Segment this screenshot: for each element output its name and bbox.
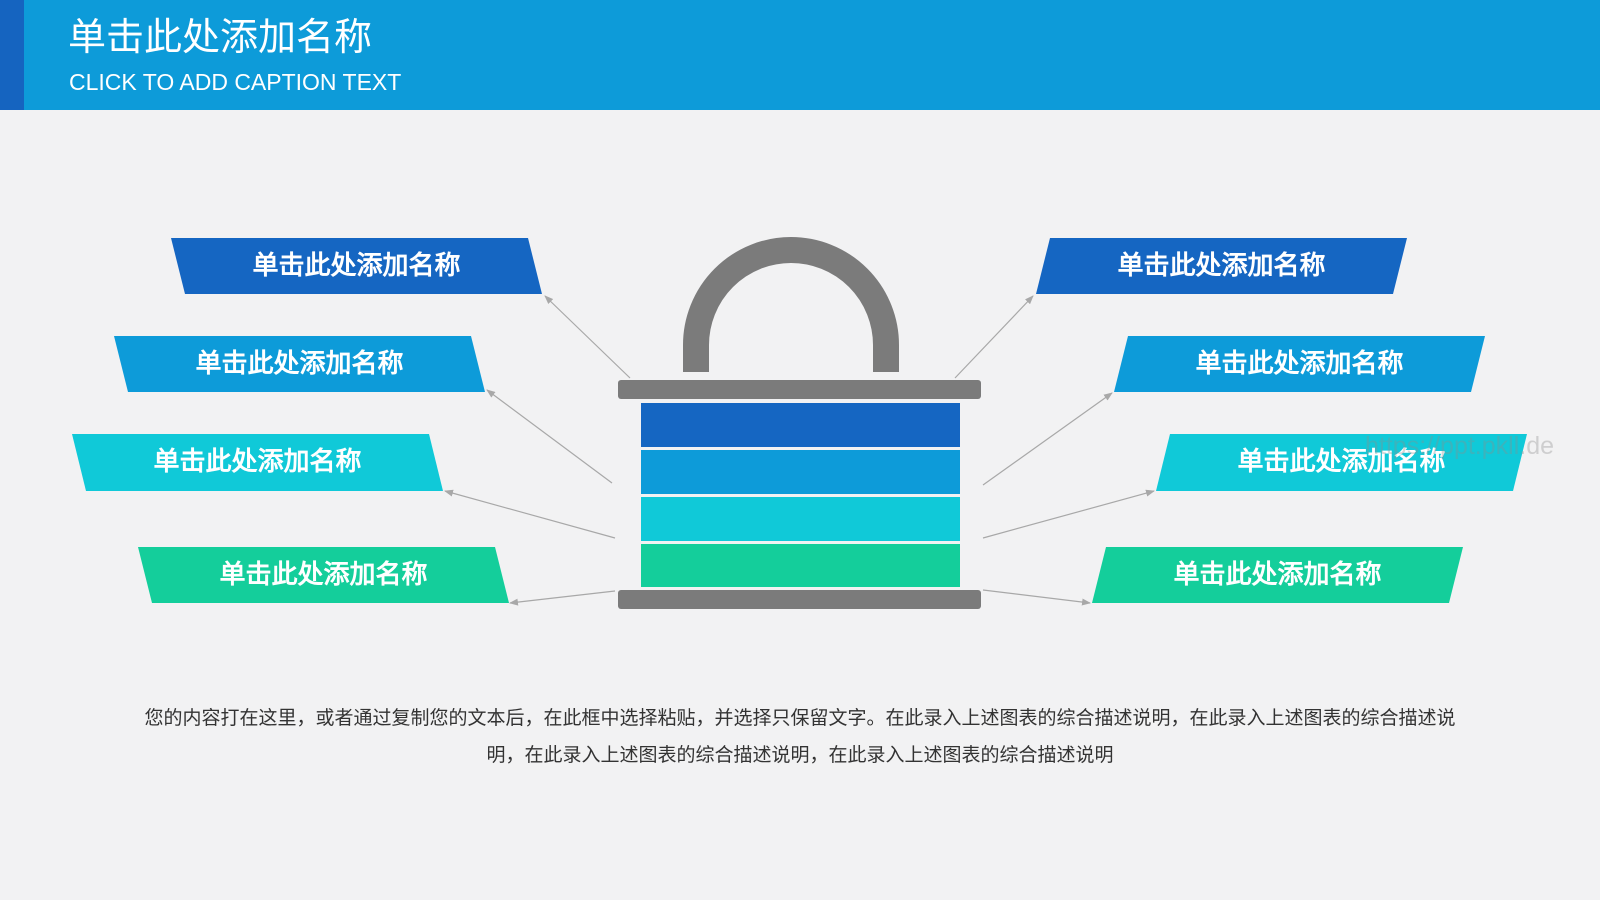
lock-stripe-1 [641,403,960,447]
right-box-3-label[interactable]: 单击此处添加名称 [1237,447,1446,477]
right-box-2-label[interactable]: 单击此处添加名称 [1195,349,1404,379]
right-arrow-4 [982,589,1091,606]
description-text[interactable]: 您的内容打在这里，或者通过复制您的文本后，在此框中选择粘贴，并选择只保留文字。在… [144,707,1456,766]
right-arrow-2 [982,392,1113,486]
right-arrow-1 [954,295,1034,379]
slide-title[interactable]: 单击此处添加名称 [68,15,373,59]
left-arrow-4 [509,590,616,606]
left-box-1-label[interactable]: 单击此处添加名称 [252,251,461,281]
lock-bottom-bar [618,590,981,609]
left-arrow-2 [486,389,613,484]
lock-shackle-icon [683,237,899,372]
left-box-2[interactable] [114,336,485,392]
slide-subtitle[interactable]: CLICK TO ADD CAPTION TEXT [69,69,402,95]
left-arrow-3 [444,489,616,539]
right-box-1-label[interactable]: 单击此处添加名称 [1117,251,1326,281]
watermark: https://ppt.pkll.de [1365,432,1555,460]
left-box-1[interactable] [171,238,542,294]
right-box-4[interactable] [1092,547,1463,603]
header-accent-bar [0,0,24,110]
left-arrow-1 [544,295,631,379]
lock-stripe-3 [641,497,960,541]
lock-top-bar [618,380,981,399]
lock-stripe-4 [641,544,960,587]
right-box-2[interactable] [1114,336,1485,392]
lock-stripe-2 [641,450,960,494]
header-bar [0,0,1600,110]
left-box-4[interactable] [138,547,509,603]
left-box-3-label[interactable]: 单击此处添加名称 [153,447,362,477]
left-box-2-label[interactable]: 单击此处添加名称 [195,349,404,379]
right-box-4-label[interactable]: 单击此处添加名称 [1173,560,1382,590]
right-arrow-3 [982,489,1155,539]
left-box-4-label[interactable]: 单击此处添加名称 [219,560,428,590]
left-box-3[interactable] [72,434,443,491]
right-box-3[interactable] [1156,434,1527,491]
right-box-1[interactable] [1036,238,1407,294]
